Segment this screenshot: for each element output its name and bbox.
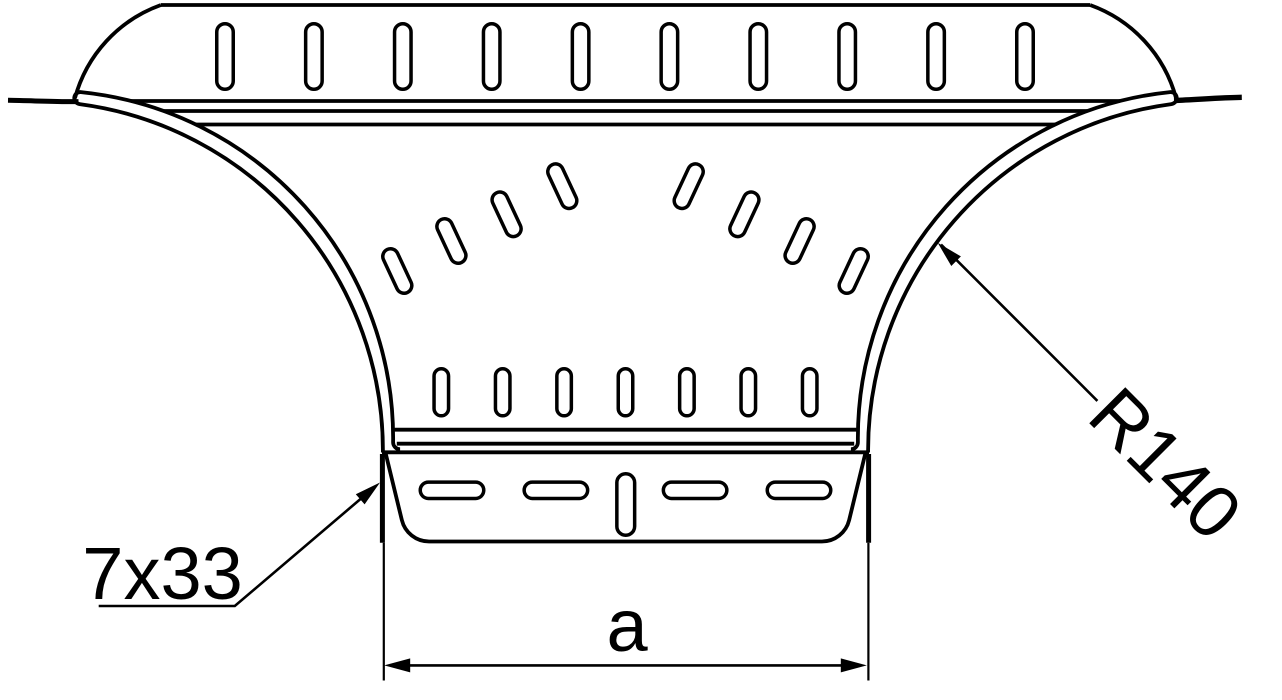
svg-text:a: a	[607, 584, 649, 667]
svg-text:7x33: 7x33	[82, 532, 242, 615]
